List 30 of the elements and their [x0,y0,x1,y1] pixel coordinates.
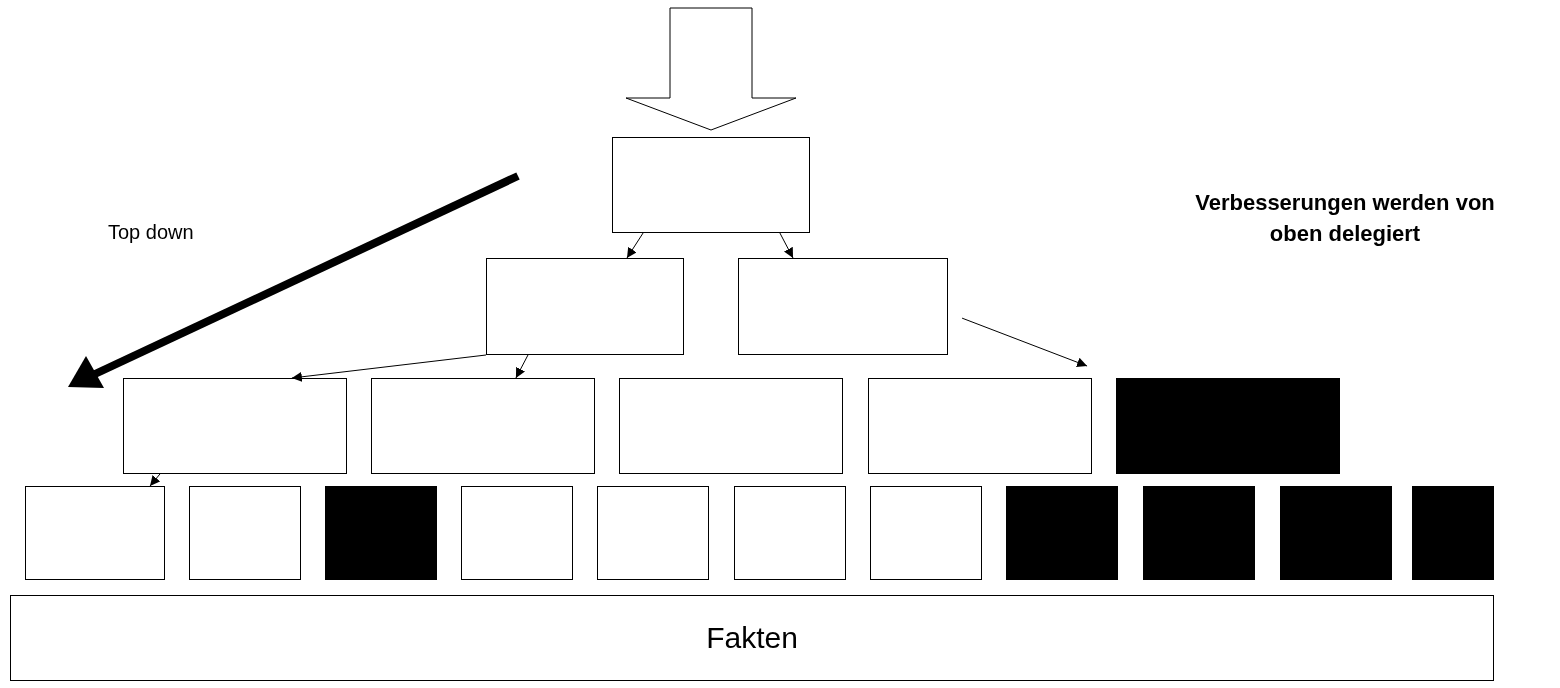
filled-box [1006,486,1118,580]
empty-box [597,486,709,580]
empty-box [189,486,301,580]
arrow [626,232,644,259]
base-box [10,595,1494,681]
empty-box [734,486,846,580]
empty-box [738,258,948,355]
note-text: Verbesserungen werden von oben delegiert [1194,189,1496,248]
direction-label: Top down [108,220,195,245]
arrow [961,317,1088,368]
empty-box [868,378,1092,474]
empty-box [25,486,165,580]
empty-box [371,378,595,474]
arrow [515,354,529,379]
filled-box [1116,378,1340,474]
empty-box [123,378,347,474]
empty-box [461,486,573,580]
empty-box [870,486,982,580]
empty-box [612,137,810,233]
empty-box [486,258,684,355]
arrow [291,354,487,382]
filled-box [1412,486,1494,580]
filled-box [325,486,437,580]
block-arrow [625,7,797,131]
arrow [779,232,794,259]
empty-box [619,378,843,474]
arrow [149,473,161,487]
filled-box [1280,486,1392,580]
box-label: Fakten [706,621,798,655]
filled-box [1143,486,1255,580]
